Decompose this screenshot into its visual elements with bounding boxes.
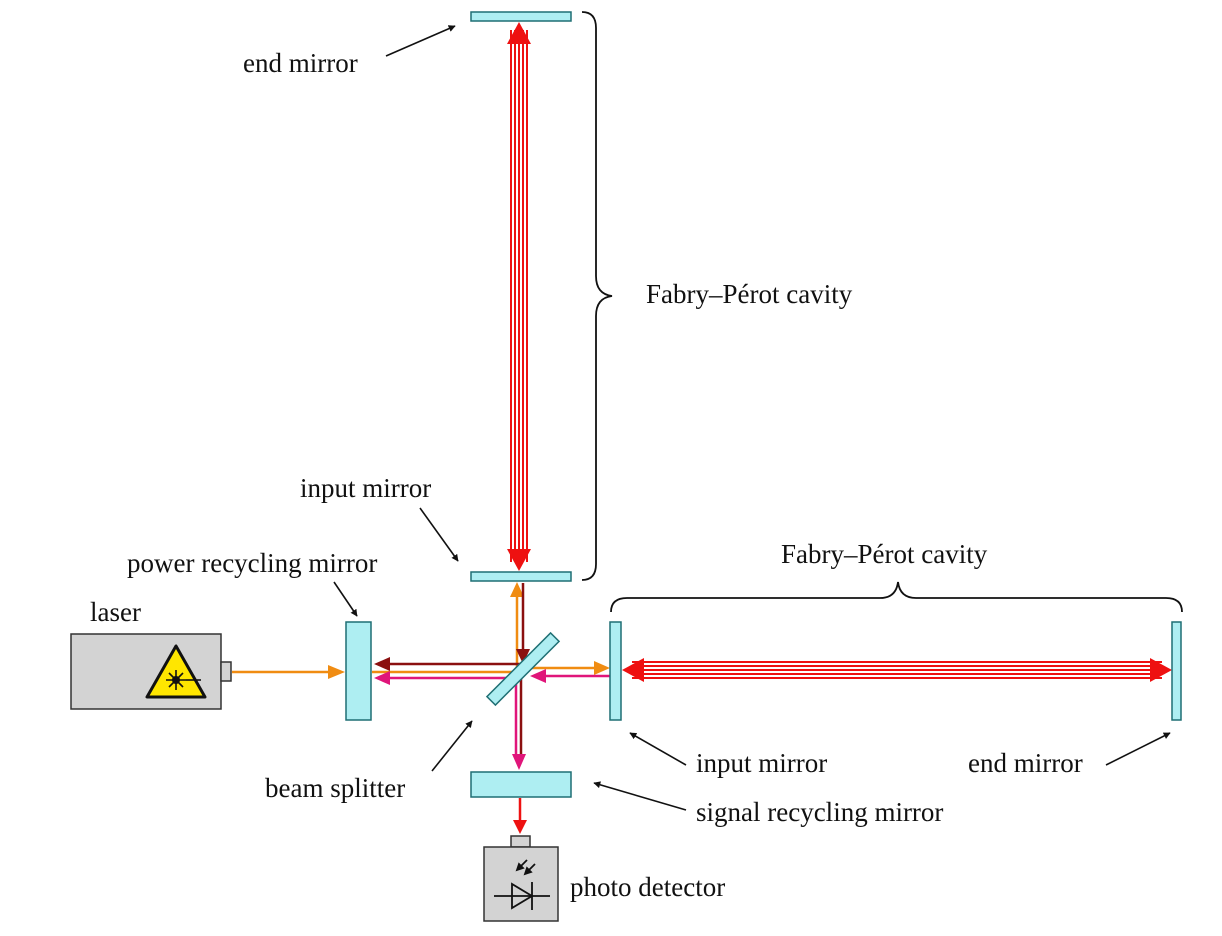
laser-source bbox=[70, 633, 232, 710]
label-fabry-perot-vertical: Fabry–Pérot cavity bbox=[646, 279, 853, 309]
photodiode-icon bbox=[494, 859, 550, 910]
laser-beam-arrowhead bbox=[328, 665, 345, 679]
brace-horizontal-cavity bbox=[610, 581, 1183, 613]
beam-splitter bbox=[485, 631, 561, 707]
detector-window bbox=[510, 835, 531, 848]
output-beam-arrowhead bbox=[513, 820, 527, 834]
label-end-mirror-vertical: end mirror bbox=[243, 48, 358, 78]
pointer-end-mirror-vertical bbox=[385, 25, 456, 57]
label-signal-recycling-mirror: signal recycling mirror bbox=[696, 797, 943, 827]
label-input-mirror-vertical: input mirror bbox=[300, 473, 431, 503]
cavity-arrowhead-top bbox=[507, 22, 531, 44]
label-beam-splitter: beam splitter bbox=[265, 773, 405, 803]
vertical-cavity-beams bbox=[507, 22, 531, 571]
label-end-mirror-horizontal: end mirror bbox=[968, 748, 1083, 778]
input-mirror-vertical bbox=[470, 571, 572, 582]
horizontal-cavity-beams bbox=[622, 658, 1172, 682]
pointer-end-mirror-horizontal bbox=[1105, 732, 1171, 766]
laser-warning-icon bbox=[145, 644, 207, 699]
pointer-signal-recycling-mirror bbox=[593, 781, 687, 811]
cavity-arrowhead-right bbox=[1150, 658, 1172, 682]
label-laser: laser bbox=[90, 597, 141, 627]
laser-beams bbox=[232, 582, 610, 834]
power-recycling-mirror bbox=[345, 621, 372, 721]
end-mirror-vertical bbox=[470, 11, 572, 22]
brace-vertical-cavity bbox=[581, 11, 613, 581]
label-power-recycling-mirror: power recycling mirror bbox=[127, 548, 377, 578]
splitter-to-y-arm-arrowhead bbox=[510, 582, 524, 597]
label-fabry-perot-horizontal: Fabry–Pérot cavity bbox=[781, 539, 988, 569]
signal-to-prm-arrowhead bbox=[374, 671, 390, 685]
signal-recycling-mirror bbox=[470, 771, 572, 798]
label-photo-detector: photo detector bbox=[570, 872, 725, 902]
splitter-to-x-arm-arrowhead bbox=[594, 661, 610, 675]
signal-to-srm-arrowhead bbox=[512, 754, 526, 770]
end-mirror-horizontal bbox=[1171, 621, 1182, 721]
pointer-input-mirror-vertical bbox=[419, 507, 459, 562]
x-arm-return-arrowhead bbox=[530, 669, 546, 683]
return-to-prm-arrowhead bbox=[374, 657, 390, 671]
y-arm-return-arrowhead bbox=[516, 649, 530, 664]
cavity-arrowhead-bottom bbox=[507, 549, 531, 571]
laser-aperture bbox=[220, 661, 232, 682]
pointer-beam-splitter bbox=[431, 720, 473, 772]
pointer-input-mirror-horizontal bbox=[629, 732, 687, 766]
label-input-mirror-horizontal: input mirror bbox=[696, 748, 827, 778]
cavity-arrowhead-left bbox=[622, 658, 644, 682]
input-mirror-horizontal bbox=[609, 621, 622, 721]
pointer-power-recycling-mirror bbox=[333, 581, 358, 617]
detector-body bbox=[483, 846, 559, 922]
photo-detector bbox=[483, 835, 559, 922]
